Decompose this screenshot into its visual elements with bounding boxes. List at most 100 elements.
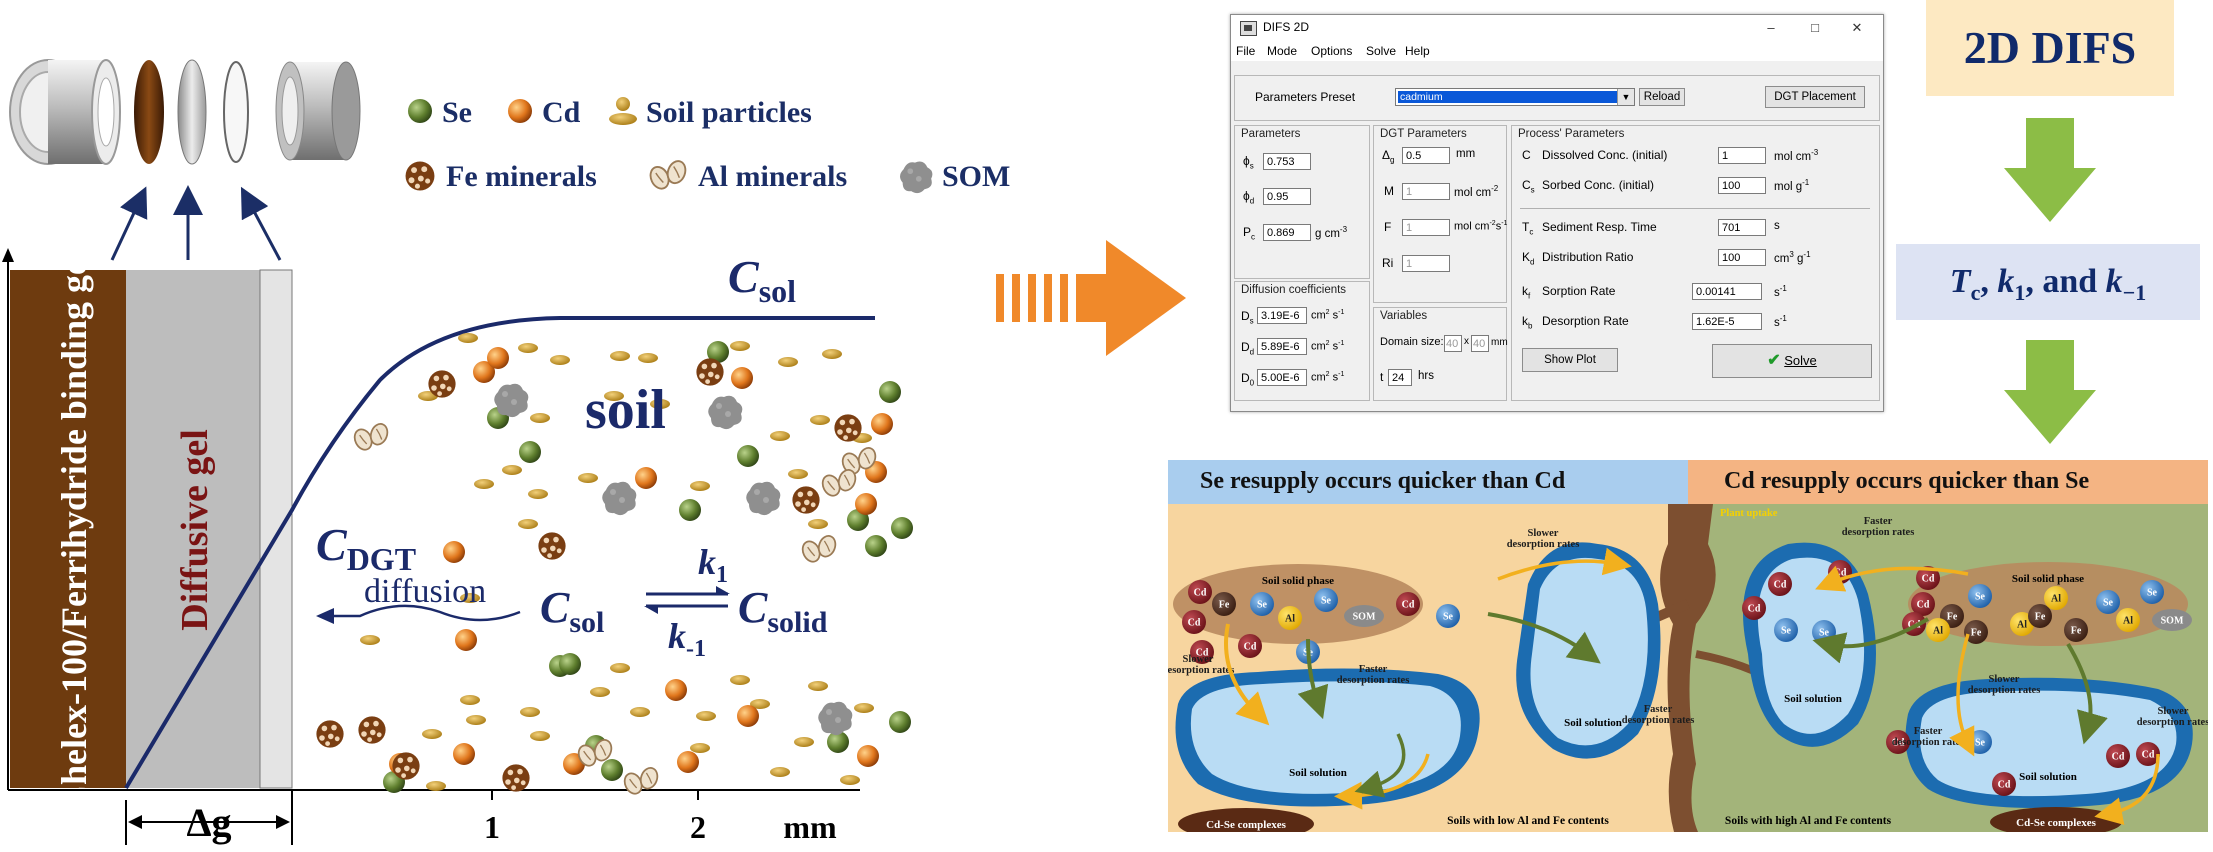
phi-d-input[interactable]: 0.95	[1263, 188, 1311, 205]
cd-ion: Cd	[1188, 580, 1212, 604]
svg-text:Al: Al	[1285, 614, 1295, 625]
dd-unit: cm2 s-1	[1311, 340, 1345, 353]
pc-input[interactable]: 0.869	[1263, 224, 1311, 241]
se-ion: Se	[1436, 604, 1460, 628]
variables-panel: Variables Domain size: 40 x 40 mm t 24 h…	[1373, 307, 1508, 401]
flow-arrow-2	[2004, 340, 2096, 444]
al-ion: Al	[2010, 612, 2034, 636]
svg-text:Fe: Fe	[2035, 612, 2046, 623]
axis-tick-1: 1	[484, 809, 500, 845]
f-input[interactable]: 1	[1402, 219, 1450, 236]
domain-unit: mm	[1491, 337, 1508, 348]
reload-button[interactable]: Reload	[1639, 88, 1685, 106]
resupply-schematic: Plant uptake Soil solid phase CdFeCdSeAl…	[1168, 504, 2208, 832]
tc-symbol: Tc	[1522, 220, 1534, 237]
title-bar: DIFS 2D – □ ✕	[1231, 15, 1883, 41]
phi-s-input[interactable]: 0.753	[1263, 153, 1311, 170]
legend-som: SOM	[942, 160, 1010, 193]
cd-ion: Cd	[1911, 592, 1935, 616]
cd-ion: Cd	[1768, 572, 1792, 596]
kf-symbol: kf	[1522, 284, 1531, 301]
legend-cd: Cd	[542, 96, 581, 129]
show-plot-button[interactable]: Show Plot	[1522, 348, 1618, 372]
al-ion: Al	[2116, 608, 2140, 632]
d0-label: D0	[1241, 371, 1255, 388]
se-ion: Se	[1774, 618, 1798, 642]
diffusion-label: diffusion	[364, 573, 486, 610]
maximize-button[interactable]: □	[1811, 20, 1819, 35]
ds-input[interactable]: 3.19E-6	[1257, 307, 1307, 324]
menu-mode[interactable]: Mode	[1267, 44, 1298, 58]
diffusive-gel-layer	[126, 270, 260, 788]
svg-text:Cd: Cd	[1922, 574, 1935, 585]
t-input[interactable]: 24	[1388, 369, 1412, 386]
se-ion: Se	[1968, 730, 1992, 754]
svg-text:Cd: Cd	[1194, 588, 1207, 599]
menu-solve[interactable]: Solve	[1366, 44, 1397, 58]
cd-ion: Cd	[1182, 610, 1206, 634]
kf-input[interactable]: 0.00141	[1692, 283, 1762, 300]
c-sol-label: Csol	[540, 583, 604, 639]
parameters-panel: Parameters ϕs 0.753 ϕd 0.95 Pc 0.869 g c…	[1234, 125, 1370, 279]
svg-text:Se: Se	[1819, 628, 1830, 639]
legend-al-minerals: Al minerals	[698, 160, 847, 193]
axis-tick-2: 2	[690, 809, 706, 845]
difs-box: 2D DIFS	[1926, 0, 2174, 96]
menu-options[interactable]: Options	[1311, 44, 1353, 58]
pc-unit: g cm-3	[1315, 225, 1348, 240]
minimize-button[interactable]: –	[1767, 20, 1775, 35]
domain-size-label: Domain size:	[1380, 336, 1444, 348]
c-sol-top-label: Csol	[728, 251, 796, 309]
big-right-arrow	[996, 240, 1186, 356]
solve-button[interactable]: ✔ Solve	[1712, 344, 1872, 378]
close-button[interactable]: ✕	[1851, 20, 1863, 35]
diffusive-gel-label: Diffusive gel	[174, 429, 216, 631]
parameters-title: Parameters	[1241, 128, 1301, 140]
se-ion: Se	[1250, 592, 1274, 616]
difs-window: DIFS 2D – □ ✕ File Mode Options Solve He…	[1230, 14, 1884, 412]
svg-text:Fe: Fe	[1219, 600, 1230, 611]
cd-ion: Cd	[1190, 640, 1214, 664]
svg-text:SOM: SOM	[2161, 616, 2184, 627]
menu-help[interactable]: Help	[1405, 44, 1430, 58]
ri-label: Ri	[1382, 256, 1394, 270]
phi-d-label: ϕd	[1243, 189, 1255, 206]
svg-text:Cd: Cd	[2142, 750, 2155, 761]
window-title: DIFS 2D	[1263, 20, 1310, 34]
dd-input[interactable]: 5.89E-6	[1257, 338, 1307, 355]
diffusion-coefficients-title: Diffusion coefficients	[1241, 284, 1347, 296]
c-input[interactable]: 1	[1718, 147, 1766, 164]
chevron-down-icon: ▼	[1617, 89, 1634, 105]
domain-y-input[interactable]: 40	[1471, 335, 1489, 352]
som-ion: SOM	[2152, 609, 2192, 631]
fe-ion: Fe	[2064, 618, 2088, 642]
kb-input[interactable]: 1.62E-5	[1692, 313, 1762, 330]
tc-input[interactable]: 701	[1718, 219, 1766, 236]
m-input[interactable]: 1	[1402, 183, 1450, 200]
kd-input[interactable]: 100	[1718, 249, 1766, 266]
al-ion: Al	[1278, 606, 1302, 630]
svg-text:Cd: Cd	[1748, 604, 1761, 615]
svg-text:Cd: Cd	[1402, 600, 1415, 611]
cs-input[interactable]: 100	[1718, 177, 1766, 194]
d0-input[interactable]: 5.00E-6	[1257, 369, 1307, 386]
domain-x-separator: x	[1464, 336, 1469, 347]
ri-input[interactable]: 1	[1402, 255, 1450, 272]
domain-x-input[interactable]: 40	[1444, 335, 1462, 352]
check-icon: ✔	[1767, 352, 1781, 369]
delta-g-input[interactable]: 0.5	[1402, 147, 1450, 164]
dgt-placement-button[interactable]: DGT Placement	[1765, 86, 1865, 108]
delta-g-param-label: Δg	[1382, 148, 1395, 165]
k-minus1-label: k-1	[668, 616, 706, 662]
menu-file[interactable]: File	[1236, 44, 1256, 58]
preset-select[interactable]: cadmium ▼	[1395, 88, 1635, 106]
soil-solution-label-right-bottom: Soil solution	[2019, 771, 2077, 783]
svg-text:Al: Al	[1933, 626, 1943, 637]
kf-label: Sorption Rate	[1542, 284, 1616, 298]
delta-g-label: Δg	[186, 800, 231, 845]
cd-ion: Cd	[1886, 730, 1910, 754]
m-unit: mol cm-2	[1454, 184, 1499, 199]
se-ion: Se	[2140, 580, 2164, 604]
left-header-band	[1168, 460, 1688, 504]
